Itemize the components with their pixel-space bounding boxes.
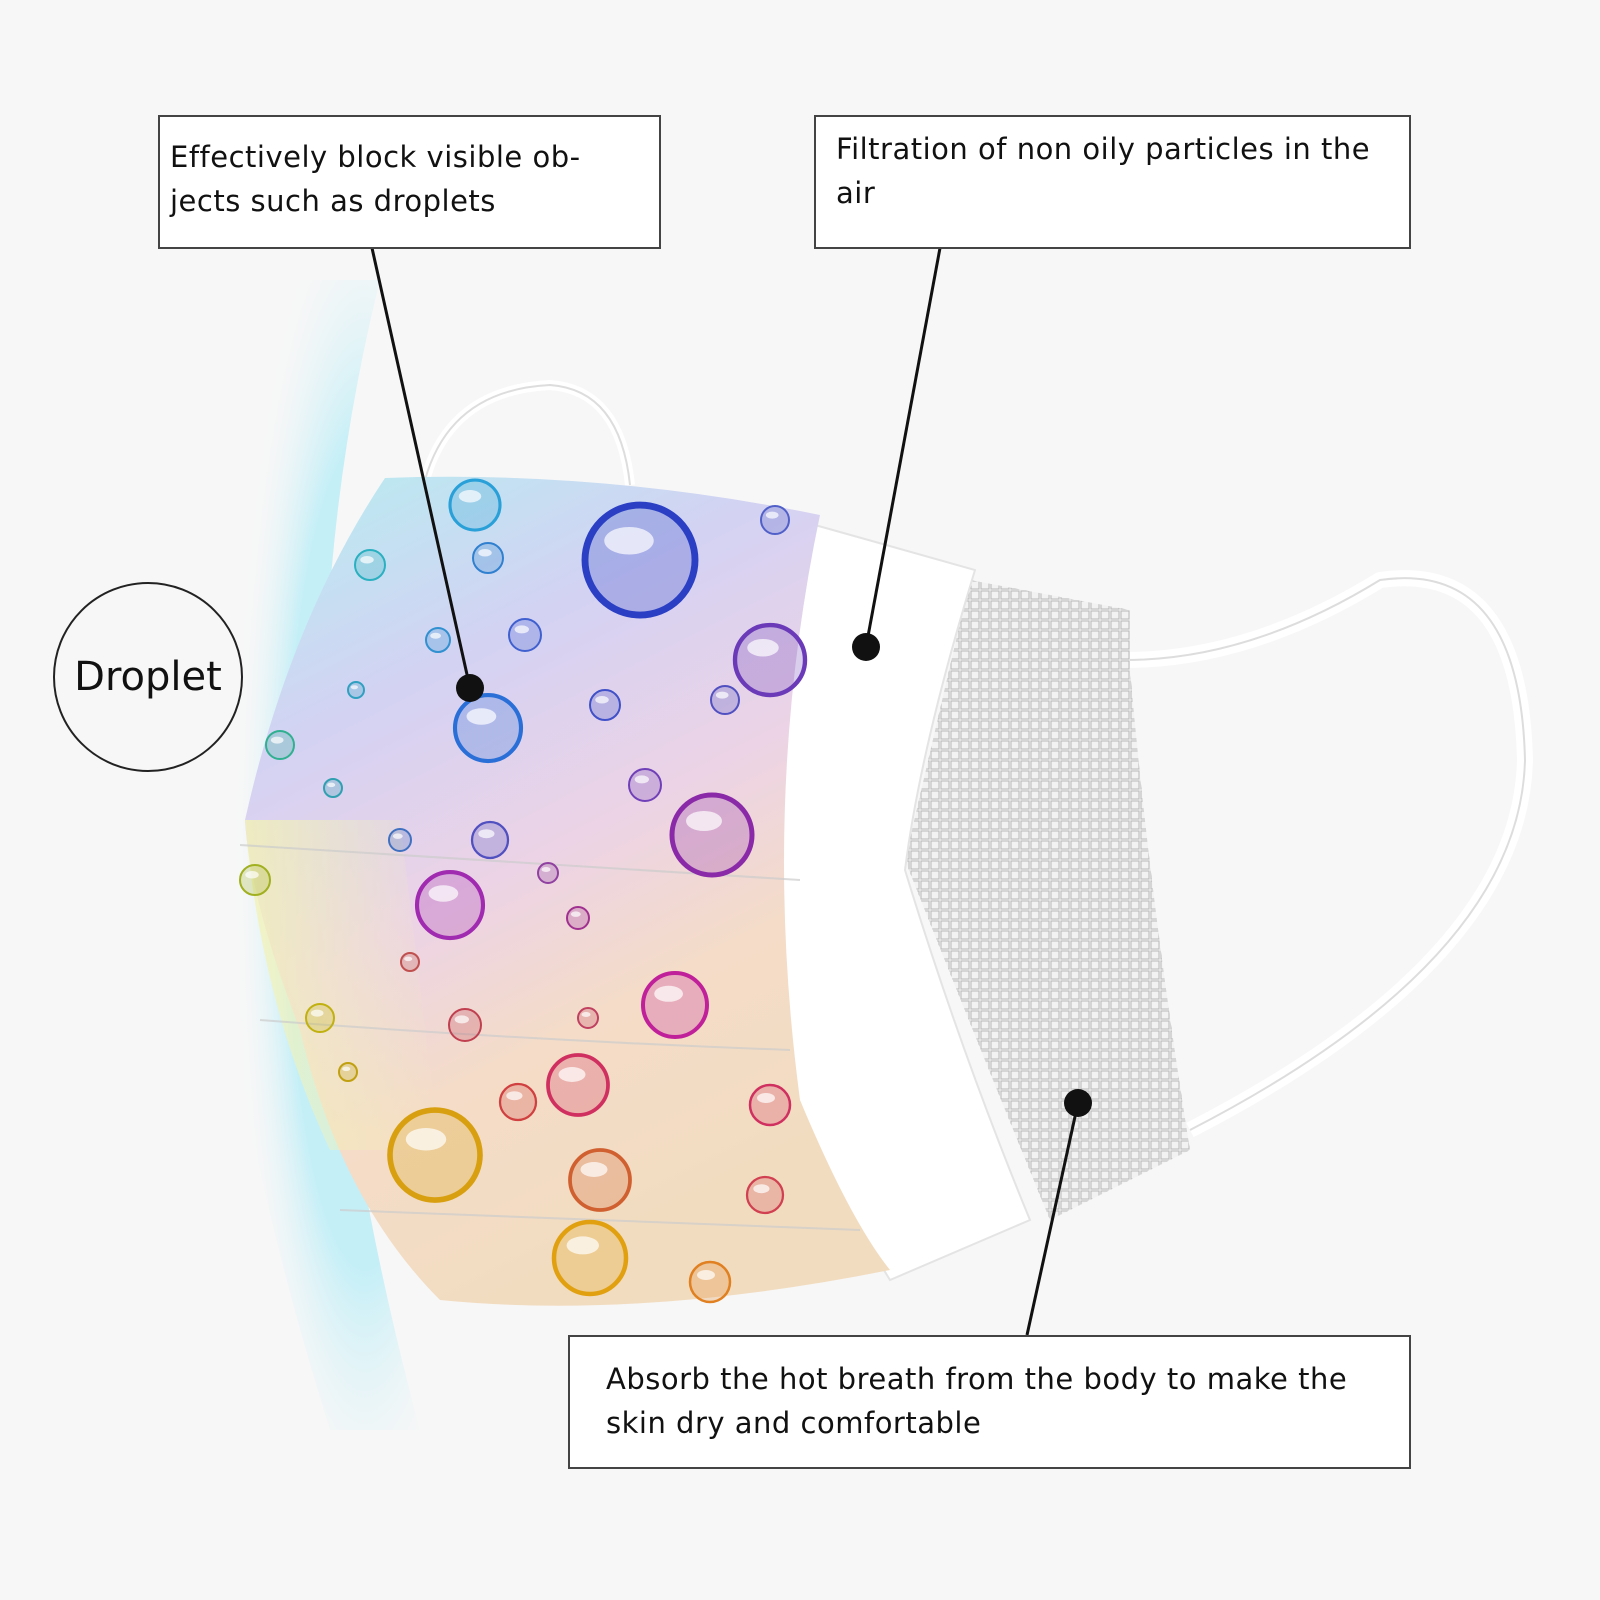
- bubble-highlight: [392, 833, 403, 839]
- bubble-highlight: [715, 691, 729, 699]
- droplet-bubble: [354, 549, 386, 581]
- droplet-bubble: [347, 681, 365, 699]
- droplet-bubble: [581, 501, 699, 619]
- callout-dot-inner: [1064, 1089, 1092, 1117]
- bubble-highlight: [566, 1236, 599, 1255]
- droplet-bubble: [472, 542, 504, 574]
- bubble-highlight: [765, 511, 779, 519]
- bubble-highlight: [634, 775, 649, 784]
- callout-dot-outer: [456, 674, 484, 702]
- bubble-highlight: [454, 1015, 469, 1024]
- droplet-bubble: [748, 1083, 792, 1127]
- callout-middle-layer: Filtration of non oily particles in the …: [814, 115, 1411, 249]
- bubble-highlight: [405, 1128, 447, 1151]
- bubble-highlight: [404, 956, 413, 962]
- droplet-bubble: [669, 792, 755, 878]
- bubble-highlight: [466, 708, 497, 725]
- bubble-highlight: [697, 1270, 715, 1280]
- right-ear-loop: [1124, 570, 1534, 1138]
- droplet-bubble: [448, 478, 502, 532]
- droplet-bubble: [387, 1107, 483, 1203]
- top-ear-loop: [420, 379, 635, 486]
- inner-grid-layer: [905, 580, 1190, 1220]
- bubble-highlight: [604, 527, 654, 555]
- droplet-bubble: [305, 1003, 335, 1033]
- droplet-bubble: [388, 828, 412, 852]
- droplet-bubble: [338, 1062, 358, 1082]
- droplet-bubble: [452, 692, 524, 764]
- middle-white-layer: [758, 523, 1032, 1282]
- droplet-bubble: [589, 689, 621, 721]
- droplet-bubble: [400, 952, 420, 972]
- bubble-highlight: [478, 829, 495, 839]
- bubble-highlight: [757, 1093, 775, 1103]
- bubble-highlight: [428, 885, 459, 902]
- bubble-highlight: [245, 871, 259, 879]
- bubble-highlight: [350, 685, 358, 690]
- droplet-bubble: [425, 627, 451, 653]
- droplet-bubble: [414, 869, 486, 941]
- bubble-highlight: [654, 985, 683, 1002]
- droplet-bubble: [710, 685, 740, 715]
- bubble-highlight: [558, 1067, 586, 1082]
- bubble-highlight: [581, 1012, 591, 1017]
- bubble-highlight: [270, 736, 284, 744]
- droplet-bubble: [760, 505, 790, 535]
- droplet-bubble: [239, 864, 271, 896]
- bubble-highlight: [541, 867, 551, 872]
- droplet-bubble: [568, 1148, 632, 1212]
- droplet-bubble: [641, 971, 709, 1039]
- droplet-bubble: [508, 618, 542, 652]
- bubble-highlight: [430, 632, 441, 639]
- droplet-bubble: [448, 1008, 482, 1042]
- droplet-bubble: [470, 820, 510, 860]
- bubble-highlight: [458, 490, 482, 503]
- bubble-highlight: [342, 1066, 351, 1072]
- droplet-bubble: [498, 1082, 538, 1122]
- bubble-highlight: [310, 1009, 324, 1017]
- bubble-highlight: [747, 639, 779, 657]
- droplet-bubble: [551, 1219, 629, 1297]
- bubble-highlight: [514, 625, 529, 634]
- bubble-highlight: [327, 782, 336, 788]
- droplet-bubble: [577, 1007, 599, 1029]
- bubble-highlight: [753, 1184, 770, 1194]
- bubble-highlight: [595, 696, 609, 704]
- callout-inner-layer: Absorb the hot breath from the body to m…: [568, 1335, 1411, 1469]
- bubble-highlight: [360, 556, 374, 564]
- droplet-bubble: [628, 768, 662, 802]
- bubble-highlight: [506, 1091, 523, 1101]
- droplet-bubble: [745, 1175, 785, 1215]
- droplet-bubble: [546, 1053, 610, 1117]
- callout-outer-layer: Effectively block visible ob-jects such …: [158, 115, 661, 249]
- bubble-highlight: [570, 911, 581, 917]
- droplet-bubble: [323, 778, 343, 798]
- droplet-bubble: [265, 730, 295, 760]
- droplet-bubble: [537, 862, 559, 884]
- droplet-label: Droplet: [53, 582, 243, 772]
- bubble-highlight: [686, 811, 722, 831]
- callout-dot-middle: [852, 633, 880, 661]
- droplet-bubble: [688, 1260, 732, 1304]
- droplet-bubble: [732, 622, 808, 698]
- bubble-highlight: [478, 549, 492, 557]
- leader-lines: [370, 247, 1080, 1336]
- droplet-bubble: [566, 906, 590, 930]
- bubble-highlight: [580, 1162, 608, 1177]
